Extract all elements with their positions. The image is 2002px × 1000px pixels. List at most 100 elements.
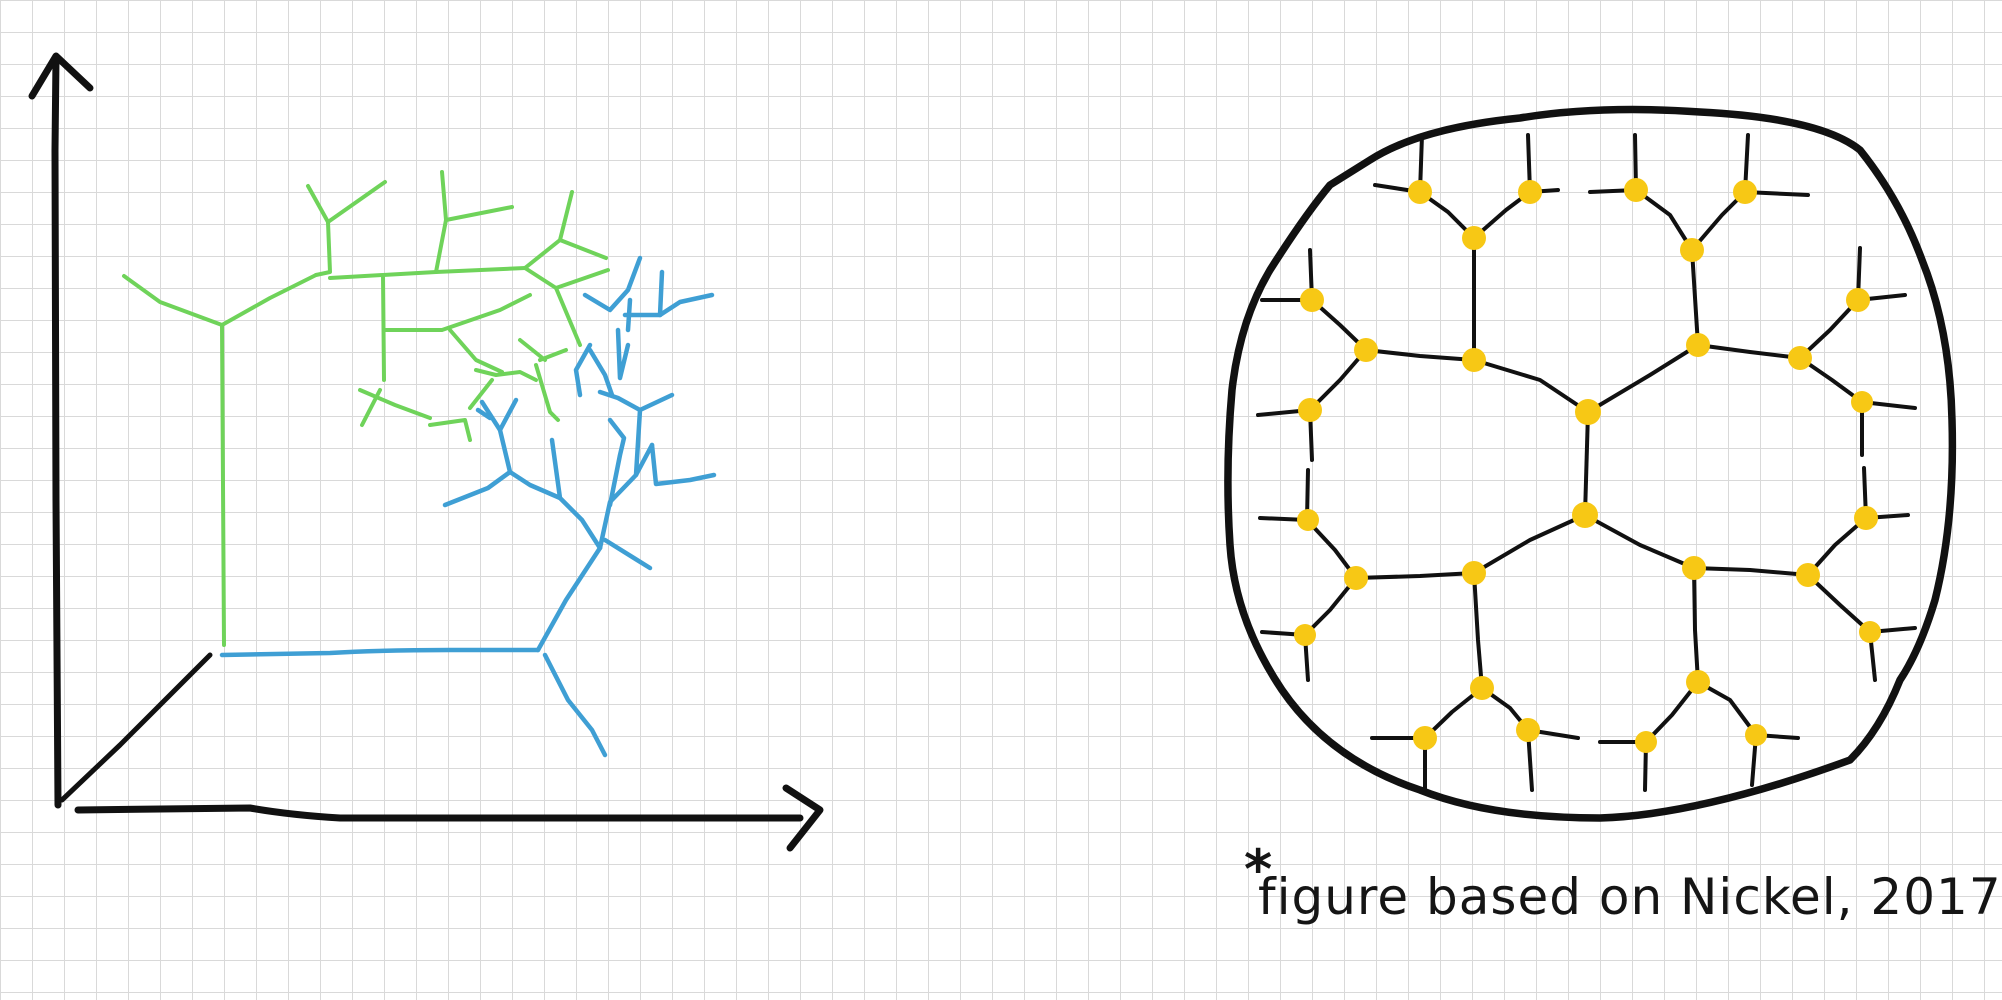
node: [1516, 718, 1540, 742]
green-branch: [360, 388, 382, 427]
blue-branch: [582, 255, 643, 313]
green-branch: [468, 378, 494, 410]
node: [1462, 226, 1486, 250]
node: [1788, 346, 1812, 370]
node: [1859, 621, 1881, 643]
blue-branch: [602, 537, 653, 571]
green-branch: [523, 266, 610, 290]
green-branch: [518, 338, 547, 362]
node: [1572, 502, 1598, 528]
edge: [1634, 188, 1694, 252]
x-axis-arrowhead: [782, 784, 824, 852]
edge: [1354, 571, 1476, 580]
edge: [1472, 358, 1590, 414]
blue-branch: [597, 442, 655, 551]
edge: [1806, 516, 1868, 577]
green-branch: [474, 368, 538, 382]
blue-branch: [507, 469, 563, 501]
edges: [1256, 133, 1917, 792]
node: [1300, 288, 1324, 312]
node: [1846, 288, 1870, 312]
edge: [1798, 298, 1860, 360]
blue-branch: [597, 389, 643, 413]
node: [1680, 238, 1704, 262]
node: [1854, 506, 1878, 530]
green-branch: [558, 238, 608, 260]
edge: [1692, 566, 1810, 577]
green-branch: [534, 363, 560, 422]
node: [1796, 563, 1820, 587]
edge: [1644, 680, 1700, 744]
outer-boundary: [1224, 105, 1957, 822]
green-branch: [444, 205, 514, 222]
y-axis: [51, 54, 62, 809]
edge: [1583, 410, 1590, 517]
blue-branch: [657, 292, 715, 318]
node: [1745, 724, 1767, 746]
edge: [1696, 343, 1802, 360]
node: [1686, 670, 1710, 694]
edge: [1583, 513, 1696, 570]
blue-branch: [497, 397, 519, 433]
node: [1354, 338, 1378, 362]
node: [1635, 731, 1657, 753]
node: [1294, 624, 1316, 646]
node: [1413, 726, 1437, 750]
blue-branch: [607, 417, 627, 508]
node: [1575, 399, 1601, 425]
node: [1462, 348, 1486, 372]
x-axis: [74, 804, 804, 822]
edge: [1472, 513, 1587, 575]
edge: [1692, 566, 1700, 684]
green-branch: [382, 293, 532, 332]
node: [1682, 556, 1706, 580]
green-trunk: [220, 323, 226, 647]
edge: [1696, 680, 1758, 737]
node: [1470, 676, 1494, 700]
figure-caption: * figure based on Nickel, 2017: [1244, 838, 2002, 926]
blue-tree: [219, 255, 717, 758]
node: [1686, 333, 1710, 357]
caption-text: figure based on Nickel, 2017: [1258, 868, 2002, 926]
green-branch: [448, 328, 504, 374]
green-branch: [326, 180, 387, 224]
z-axis: [59, 652, 213, 803]
green-branch: [434, 170, 448, 274]
node: [1518, 180, 1542, 204]
node: [1733, 180, 1757, 204]
edge: [1798, 356, 1864, 404]
green-branch: [358, 388, 432, 420]
blue-branch: [573, 342, 593, 398]
blue-trunk: [219, 647, 541, 658]
caption-asterisk: *: [1244, 838, 1274, 901]
y-axis-arrowhead: [28, 52, 94, 100]
green-branch: [523, 190, 574, 270]
edge: [1690, 248, 1700, 347]
edge: [1308, 348, 1368, 412]
edge: [1472, 571, 1484, 690]
edge: [1303, 576, 1358, 637]
node: [1462, 561, 1486, 585]
node: [1408, 180, 1432, 204]
green-branch: [428, 418, 472, 442]
edge: [1586, 343, 1700, 414]
blue-branch: [475, 407, 493, 421]
green-tree: [122, 170, 610, 647]
axes: [28, 52, 824, 852]
green-branch: [306, 184, 332, 277]
edge: [1423, 686, 1484, 740]
green-branch: [328, 266, 527, 280]
node: [1624, 178, 1648, 202]
edge: [1364, 348, 1476, 362]
node: [1344, 566, 1368, 590]
node: [1298, 398, 1322, 422]
green-branch: [122, 273, 318, 327]
blue-branch: [542, 652, 608, 758]
blue-branch: [549, 437, 603, 551]
blue-branch: [649, 442, 717, 487]
blue-branch: [442, 469, 513, 508]
blue-branch: [615, 327, 631, 381]
green-branch: [554, 286, 582, 347]
blue-branch: [479, 399, 513, 475]
